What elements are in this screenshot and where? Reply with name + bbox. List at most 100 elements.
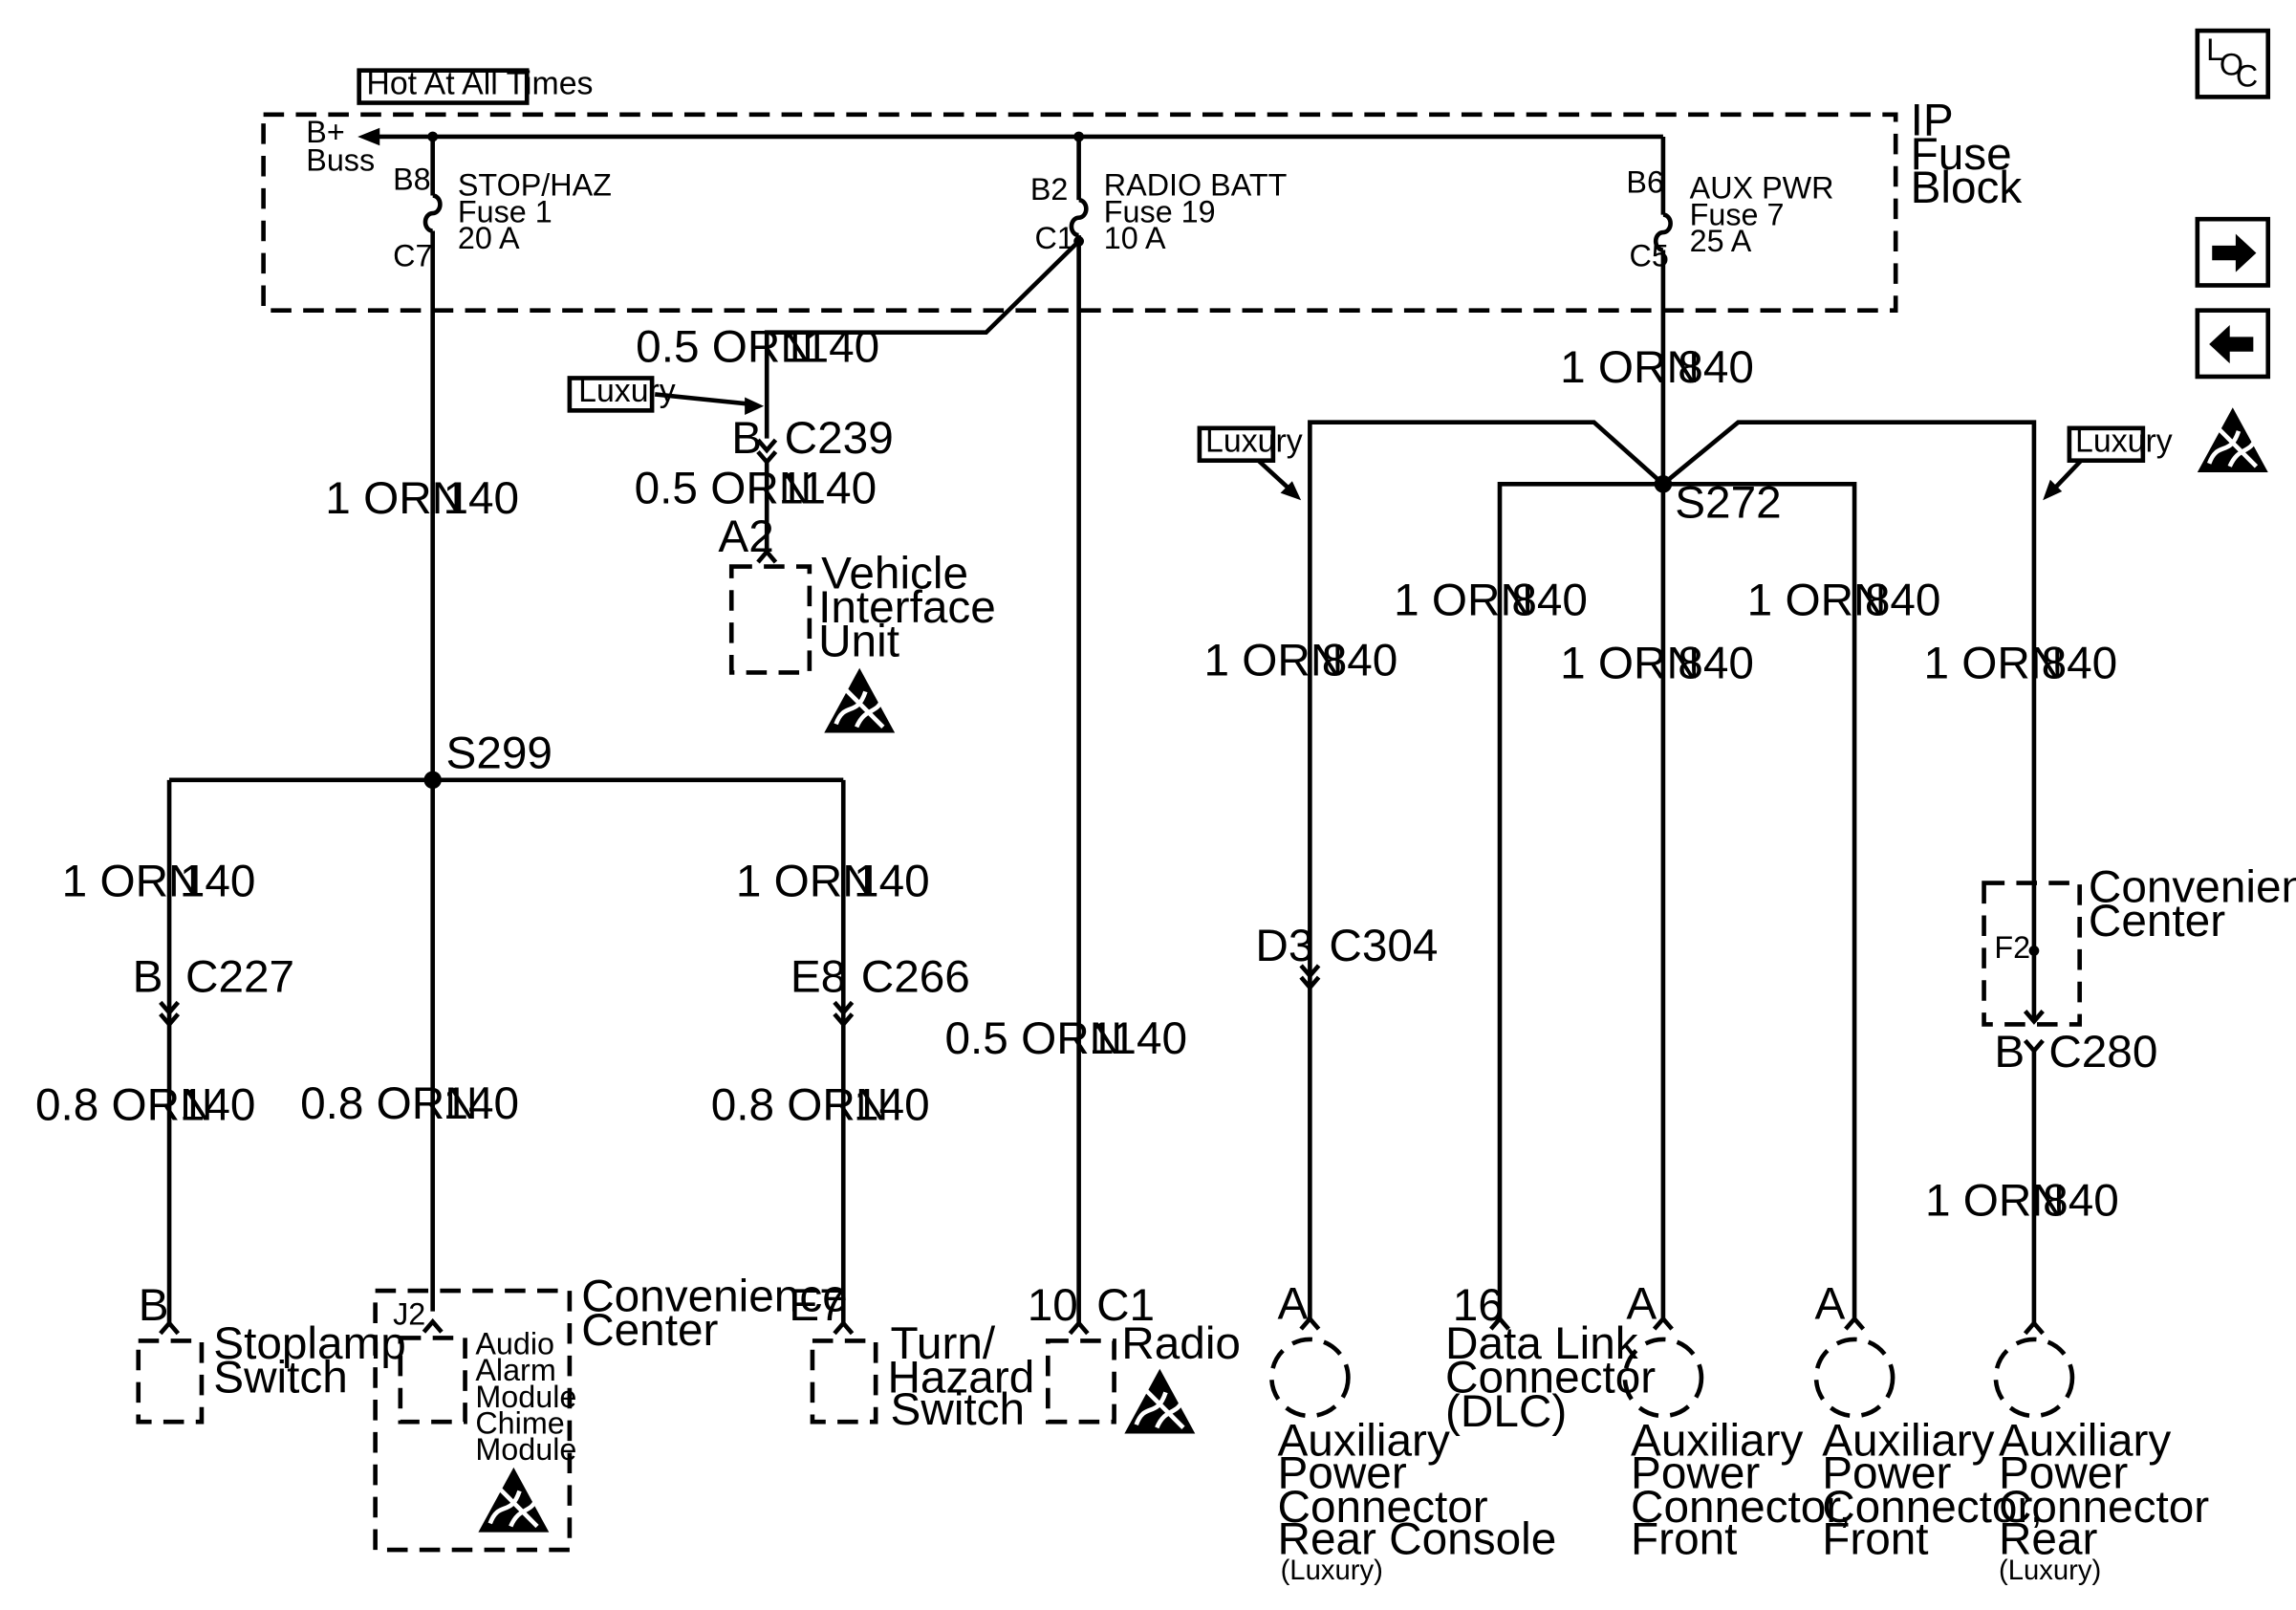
conv-b-label-2: Center xyxy=(2089,896,2225,946)
luxury-tag-2 xyxy=(1197,425,1276,464)
w13-gauge: 1 ORN xyxy=(1560,639,1700,689)
c266-connector-icon-2 xyxy=(833,1012,855,1028)
aux-f2-label-3: Connector, xyxy=(1822,1482,2043,1533)
luxury-arrow-3-icon xyxy=(2043,479,2063,501)
aux-rc-label-1: Auxiliary xyxy=(1277,1416,1449,1467)
w16-gauge: 1 ORN xyxy=(1925,1176,2065,1227)
fuse-block-name-2: Fuse xyxy=(1911,129,2012,180)
fuse1-in-pin: B8 xyxy=(393,162,431,196)
fuse1-number: Fuse 1 xyxy=(458,194,552,228)
dlc-pin-icon xyxy=(1489,1315,1510,1331)
aux-power-connector-rear-console xyxy=(1269,1337,1351,1419)
aux-rear-pin-icon xyxy=(2023,1319,2045,1336)
aux-f2-label-1: Auxiliary xyxy=(1822,1416,1994,1467)
aux-rc-label-3: Connector xyxy=(1277,1482,1487,1533)
w2-circuit: 1140 xyxy=(779,463,877,513)
turn-hazard-switch xyxy=(810,1338,878,1425)
luxury-text-3: Luxury xyxy=(2075,423,2173,459)
fuse7-out-pin: C5 xyxy=(1629,238,1668,272)
fuse7-amps: 25 A xyxy=(1690,224,1752,258)
aam-label-5: Module xyxy=(475,1432,576,1467)
loc-button[interactable] xyxy=(2195,28,2271,99)
dlc-label-1: Data Link xyxy=(1445,1318,1638,1369)
conv-a-label-2: Center xyxy=(581,1305,718,1356)
w11-circuit: 840 xyxy=(1322,636,1398,686)
arrow-right-icon xyxy=(2212,233,2257,272)
aux-power-connector-rear xyxy=(1993,1337,2075,1419)
turn-label-2: Hazard xyxy=(887,1352,1034,1403)
w4-circuit: 140 xyxy=(180,856,256,906)
w14-gauge: 1 ORN xyxy=(1747,575,1887,625)
fuse-block-name-3: Block xyxy=(1911,163,2023,213)
buss-arrow-icon xyxy=(357,127,380,146)
stoplamp-pin: B xyxy=(139,1280,169,1331)
previous-page-button[interactable] xyxy=(2195,308,2271,380)
aux-rear-note: (Luxury) xyxy=(1999,1556,2101,1586)
s272-label: S272 xyxy=(1675,478,1781,529)
c304-pin: D3 xyxy=(1255,921,1313,971)
esd-warning-icon xyxy=(2198,407,2268,472)
w5-gauge: 1 ORN xyxy=(736,856,876,906)
viu-label-2: Interface xyxy=(818,582,996,633)
fuse1-amps: 20 A xyxy=(458,221,520,255)
c239-name: C239 xyxy=(785,413,894,464)
fuse19-number: Fuse 19 xyxy=(1104,194,1216,228)
w10-circuit: 840 xyxy=(1678,342,1754,393)
luxury-tag-1 xyxy=(567,376,655,413)
radio xyxy=(1045,1338,1116,1425)
c280-name: C280 xyxy=(2048,1027,2157,1077)
convenience-center-b xyxy=(1982,881,2082,1027)
w6-circuit: 140 xyxy=(180,1080,256,1131)
aux-f2-label-2: Power xyxy=(1822,1447,1951,1498)
conv-a-label-1: Convenience xyxy=(581,1272,848,1322)
luxury-text-1: Luxury xyxy=(578,373,676,409)
w3-gauge: 1 ORN xyxy=(325,473,465,524)
c280-male-icon xyxy=(2023,1038,2045,1055)
bus-label-1: B+ xyxy=(306,115,344,149)
loc-o: O xyxy=(2220,47,2243,81)
aam-label-3: Module xyxy=(475,1380,576,1414)
aux-f2-label-4: Front xyxy=(1822,1514,1928,1565)
c266-connector-icon xyxy=(833,1000,855,1016)
c227-connector-icon xyxy=(159,1000,181,1016)
stoplamp-switch xyxy=(136,1338,205,1425)
w2-gauge: 0.5 ORN xyxy=(635,463,812,513)
c266-name: C266 xyxy=(861,952,970,1003)
aam-label-1: Audio xyxy=(475,1326,554,1360)
w12-gauge: 1 ORN xyxy=(1394,575,1533,625)
w13-circuit: 840 xyxy=(1678,639,1754,689)
aam-label-4: Chime xyxy=(475,1405,564,1440)
circuit-1140-viu-wire xyxy=(764,239,1081,439)
aux-rc-note: (Luxury) xyxy=(1281,1556,1383,1586)
radio-connector: C1 xyxy=(1096,1280,1155,1331)
fuse19-name: RADIO BATT xyxy=(1104,168,1288,203)
radio-pin-icon xyxy=(1068,1319,1090,1336)
luxury-text-2: Luxury xyxy=(1205,423,1303,459)
c227-connector-icon-2 xyxy=(159,1012,181,1028)
aux-f1-pin-icon xyxy=(1652,1315,1674,1331)
aux-f1-label-3: Connector, xyxy=(1631,1482,1852,1533)
w8-gauge: 0.8 ORN xyxy=(711,1080,889,1131)
w4-gauge: 1 ORN xyxy=(62,856,202,906)
hot-at-all-times-text: Hot At All Times xyxy=(366,65,593,101)
w9-circuit: 1140 xyxy=(1089,1013,1187,1064)
stoplamp-pin-icon xyxy=(159,1319,181,1336)
turn-pin-icon xyxy=(833,1319,855,1336)
c280-female-icon xyxy=(2023,1010,2045,1025)
fuse7-name: AUX PWR xyxy=(1690,171,1834,206)
aux-f1-pin: A xyxy=(1626,1278,1657,1329)
c239-connector-icon xyxy=(756,438,778,454)
audio-alarm-module xyxy=(398,1336,467,1425)
viu-label-1: Vehicle xyxy=(821,549,968,599)
aux-f2-pin-icon xyxy=(1844,1315,1866,1331)
w8-circuit: 140 xyxy=(854,1080,930,1131)
w16-circuit: 840 xyxy=(2043,1176,2119,1227)
aux-power-connector-front-2 xyxy=(1813,1337,1895,1419)
circuit-840-inner-wires xyxy=(1497,482,1857,1319)
c304-name: C304 xyxy=(1329,921,1438,971)
c280-pin: B xyxy=(1994,1027,2025,1077)
luxury-tag-3 xyxy=(2067,425,2146,464)
fuse1-out-pin: C7 xyxy=(393,238,432,272)
w10-gauge: 1 ORN xyxy=(1560,342,1700,393)
